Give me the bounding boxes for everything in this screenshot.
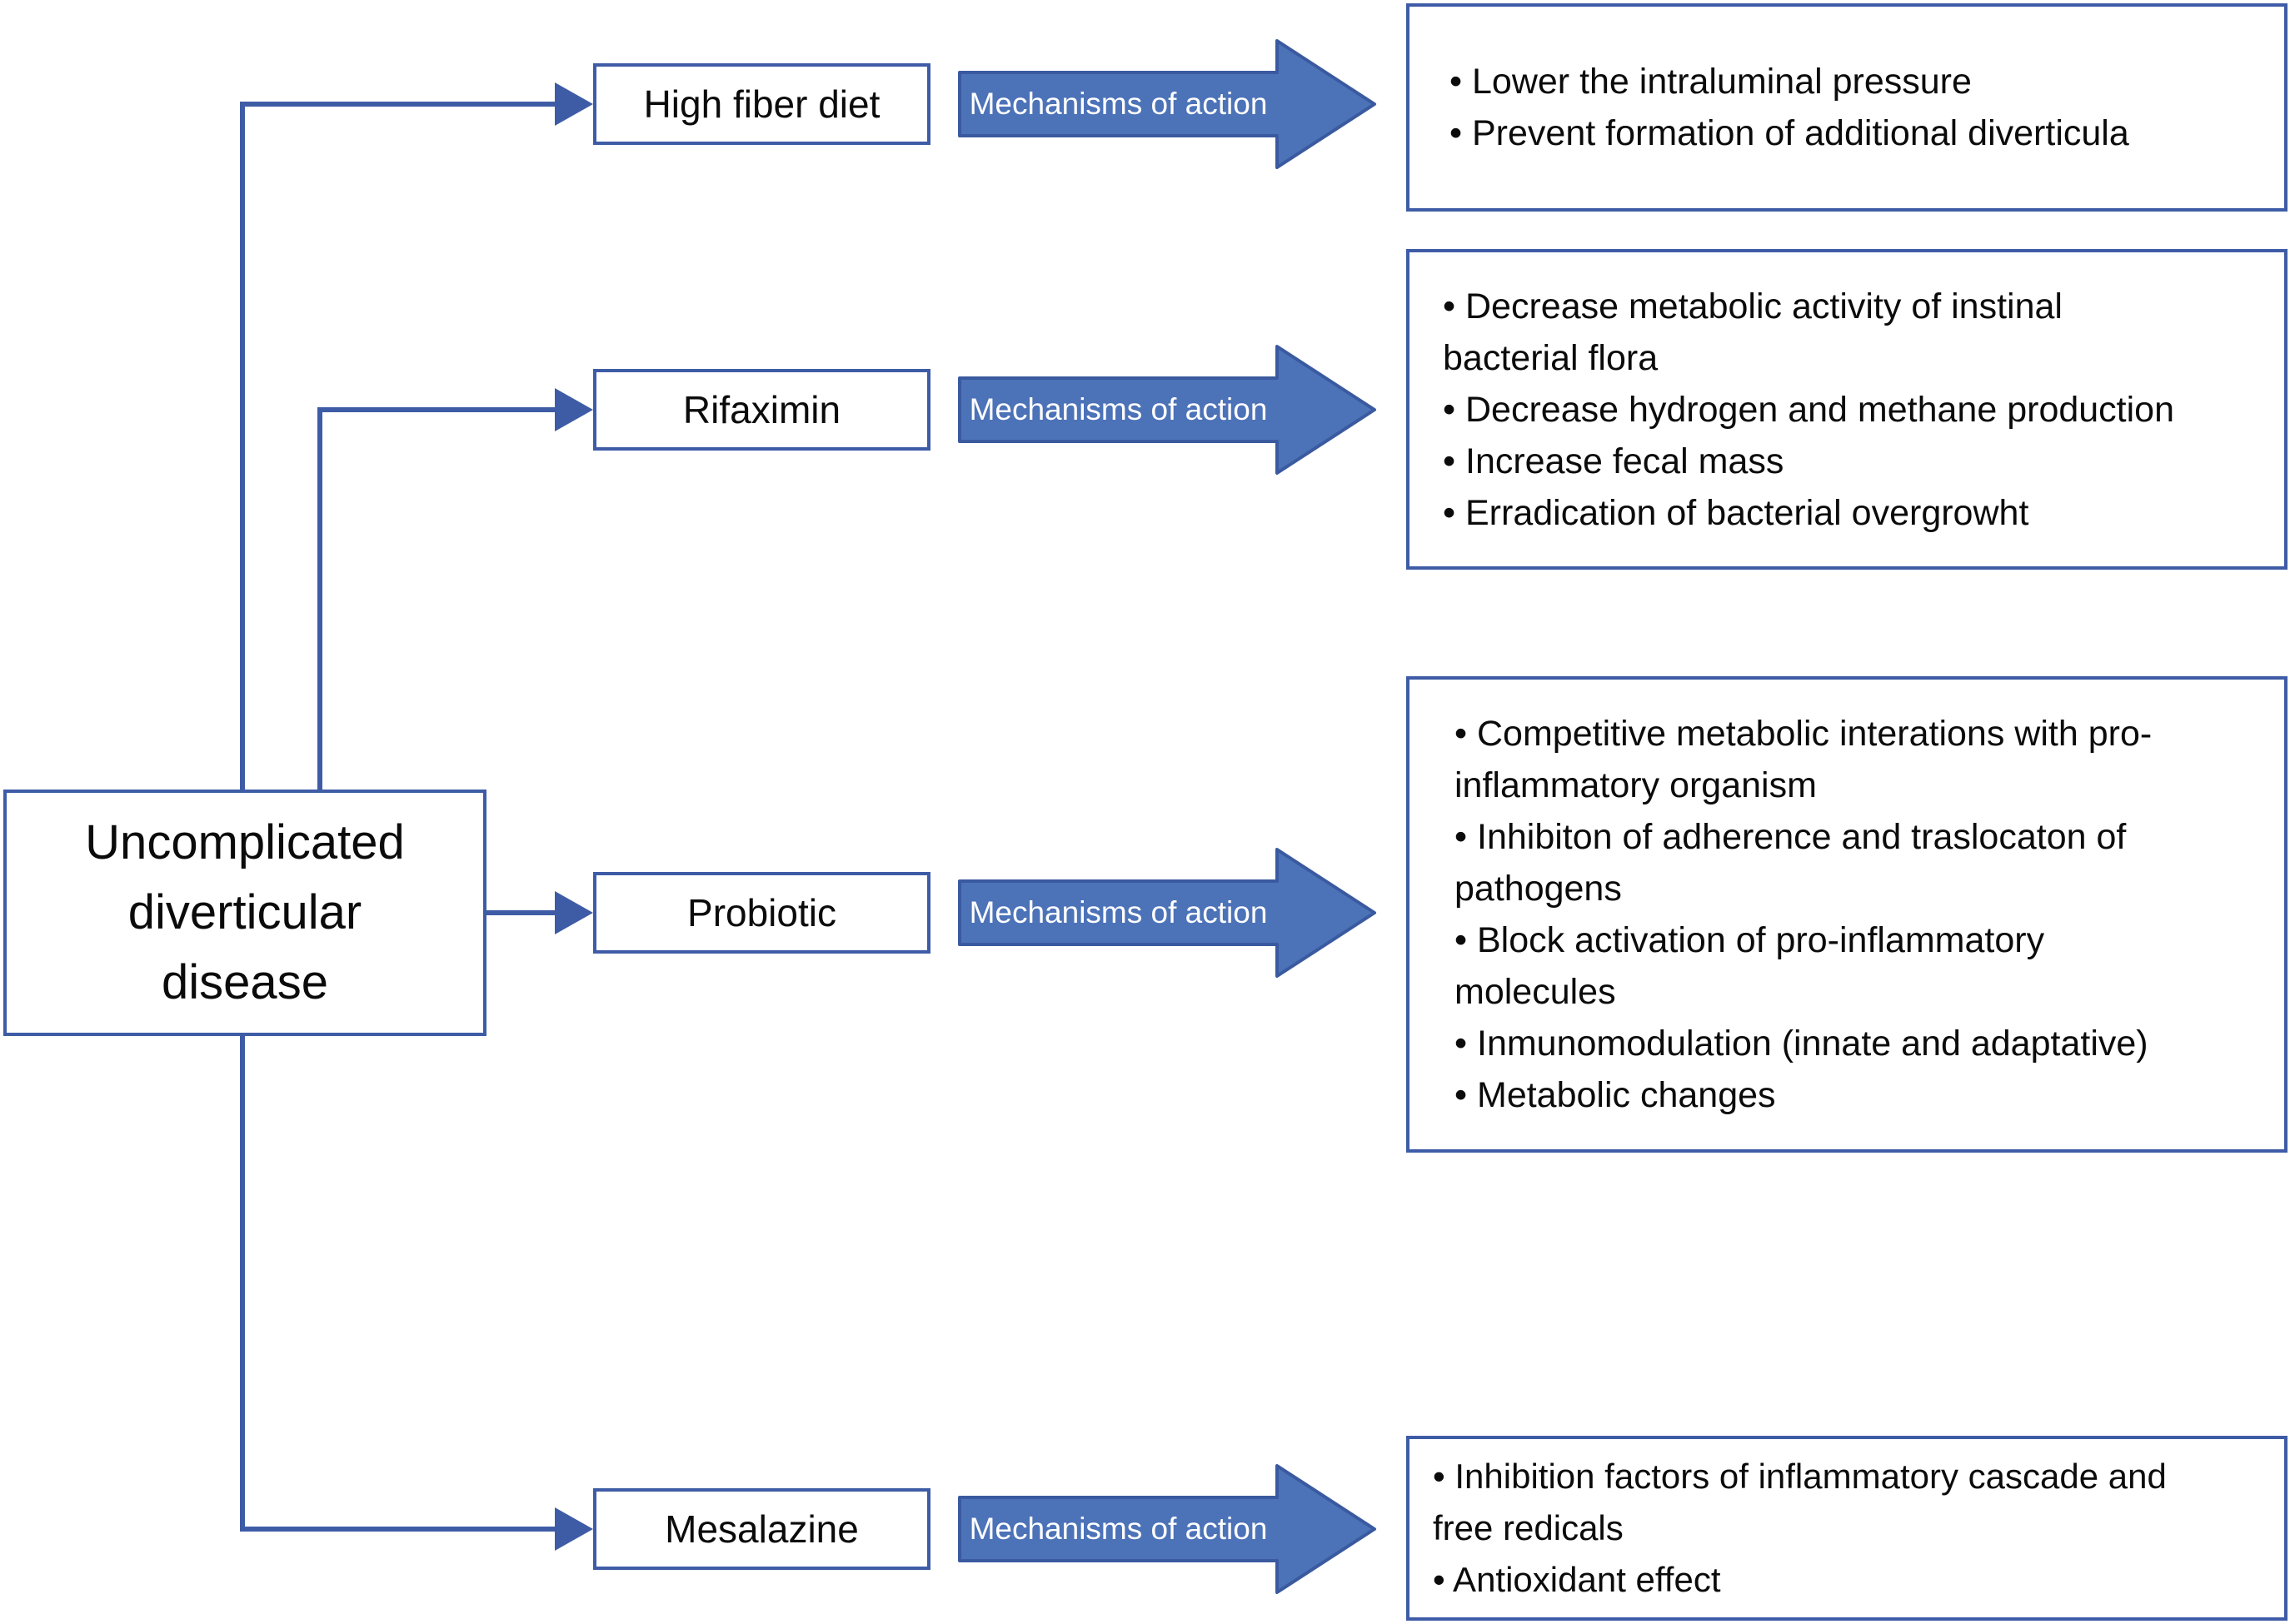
mechanisms-arrow-row4: Mechanisms of action (958, 1462, 1379, 1596)
right-arrow-icon (958, 39, 1376, 169)
bullet-line: • Antioxidant effect (1433, 1560, 1721, 1599)
root-node-line: diverticular (127, 885, 362, 939)
root-node-uncomplicated-diverticular-disease: Uncomplicated diverticular disease (3, 790, 486, 1036)
treatment-node-mesalazine: Mesalazine (593, 1488, 930, 1570)
right-arrow-icon (958, 1464, 1376, 1594)
bullet-line: • Decrease metabolic activity of instina… (1443, 286, 2063, 326)
treatment-label: Probiotic (687, 891, 836, 934)
treatment-node-high-fiber-diet: High fiber diet (593, 63, 930, 145)
bullet-line: molecules (1454, 972, 1616, 1012)
bullet-line: free redicals (1433, 1508, 1624, 1547)
mechanisms-arrow-label: Mechanisms of action (969, 392, 1268, 426)
connector-vertical-root-to-row2 (317, 407, 322, 790)
treatment-label: High fiber diet (643, 82, 881, 126)
mechanisms-arrow-row1: Mechanisms of action (958, 37, 1379, 171)
bullet-line: • Metabolic changes (1454, 1075, 1776, 1115)
bullet-line: • Increase fecal mass (1443, 441, 1784, 481)
bullet-line: • Inmunomodulation (innate and adaptativ… (1454, 1024, 2148, 1064)
bullet-line: • Erradication of bacterial overgrowht (1443, 492, 2029, 533)
bullet-line: bacterial flora (1443, 337, 1659, 378)
mechanisms-arrow-row2: Mechanisms of action (958, 343, 1379, 476)
treatment-label: Rifaximin (682, 388, 841, 431)
treatment-node-probiotic: Probiotic (593, 872, 930, 954)
bullet-line: • Inhibiton of adherence and traslocaton… (1454, 817, 2127, 857)
bullet-line: • Lower the intraluminal pressure (1449, 62, 1972, 102)
root-node-line: disease (162, 955, 328, 1009)
treatment-node-rifaximin: Rifaximin (593, 369, 930, 451)
connector-vertical-root-to-row4 (240, 1036, 245, 1532)
bullet-line: • Inhibition factors of inflammatory cas… (1433, 1457, 2167, 1496)
bullet-line: • Competitive metabolic interations with… (1454, 714, 2153, 754)
connector-vertical-root-to-row1 (240, 102, 245, 790)
bullet-line: • Block activation of pro-inflammatory (1454, 920, 2045, 960)
mechanisms-list-mesalazine: • Inhibition factors of inflammatory cas… (1406, 1436, 2288, 1621)
right-arrow-icon (958, 345, 1376, 475)
arrowhead-icon-row4 (555, 1507, 593, 1551)
root-node-line: Uncomplicated (85, 815, 405, 869)
bullet-line: inflammatory organism (1454, 765, 1817, 805)
bullet-line: • Prevent formation of additional divert… (1449, 113, 2129, 153)
mechanisms-list-rifaximin: • Decrease metabolic activity of instina… (1406, 249, 2288, 570)
mechanisms-arrow-label: Mechanisms of action (969, 87, 1268, 121)
treatment-label: Mesalazine (665, 1507, 859, 1551)
mechanisms-arrow-label: Mechanisms of action (969, 895, 1268, 929)
connector-horizontal-row4 (240, 1527, 556, 1532)
bullet-line: • Decrease hydrogen and methane producti… (1443, 389, 2175, 430)
connector-horizontal-row3 (483, 910, 556, 915)
mechanisms-list-probiotic: • Competitive metabolic interations with… (1406, 676, 2288, 1153)
right-arrow-icon (958, 848, 1376, 978)
arrowhead-icon-row3 (555, 891, 593, 934)
bullet-line: pathogens (1454, 869, 1622, 909)
arrowhead-icon-row1 (555, 82, 593, 126)
mechanisms-arrow-row3: Mechanisms of action (958, 846, 1379, 979)
connector-horizontal-row2 (317, 407, 555, 412)
mechanisms-arrow-label: Mechanisms of action (969, 1512, 1268, 1546)
mechanisms-list-high-fiber-diet: • Lower the intraluminal pressure • Prev… (1406, 3, 2288, 212)
connector-horizontal-row1 (240, 102, 556, 107)
arrowhead-icon-row2 (555, 388, 593, 431)
